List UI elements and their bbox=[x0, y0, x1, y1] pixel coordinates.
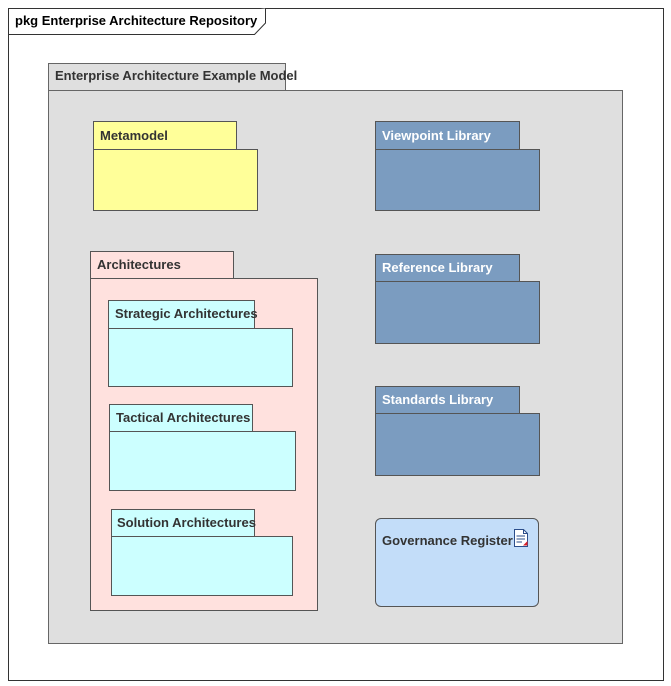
reference-library-title: Reference Library bbox=[382, 260, 493, 275]
metamodel-package-tab[interactable] bbox=[93, 121, 237, 150]
viewpoint-library-title: Viewpoint Library bbox=[382, 128, 491, 143]
governance-register-title: Governance Register bbox=[382, 533, 513, 548]
standards-library-package[interactable] bbox=[375, 413, 540, 476]
tactical-architectures-package[interactable] bbox=[109, 431, 296, 491]
tactical-architectures-title: Tactical Architectures bbox=[116, 410, 251, 425]
diagram-frame-tab bbox=[8, 8, 266, 35]
metamodel-package[interactable] bbox=[93, 149, 258, 211]
model-package-tab[interactable] bbox=[48, 63, 286, 91]
document-icon bbox=[513, 528, 529, 548]
reference-library-package[interactable] bbox=[375, 281, 540, 344]
diagram-title: pkg Enterprise Architecture Repository bbox=[15, 13, 258, 28]
metamodel-package-title: Metamodel bbox=[100, 128, 168, 143]
strategic-architectures-package[interactable] bbox=[108, 328, 293, 387]
governance-register-artifact[interactable] bbox=[375, 518, 539, 607]
solution-architectures-title: Solution Architectures bbox=[117, 515, 256, 530]
solution-architectures-package[interactable] bbox=[111, 536, 293, 596]
reference-library-package-tab[interactable] bbox=[375, 254, 520, 282]
model-package-title: Enterprise Architecture Example Model bbox=[55, 68, 298, 83]
strategic-architectures-title: Strategic Architectures bbox=[115, 306, 258, 321]
architectures-package-title: Architectures bbox=[97, 257, 181, 272]
standards-library-title: Standards Library bbox=[382, 392, 494, 407]
viewpoint-library-package[interactable] bbox=[375, 149, 540, 211]
